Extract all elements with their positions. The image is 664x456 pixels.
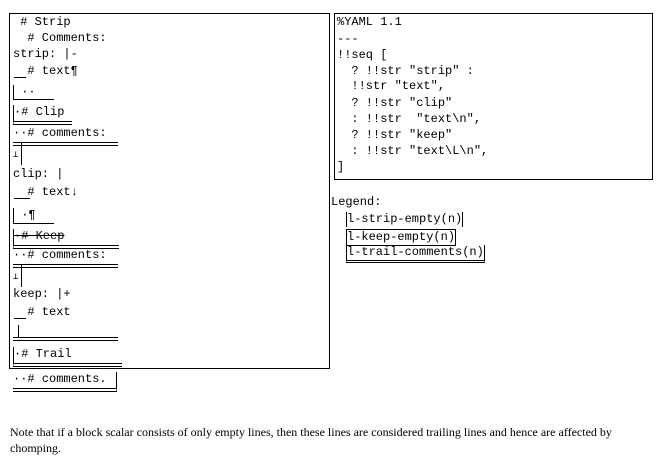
- example-line: keep: |+: [13, 287, 71, 301]
- yaml-line: !!str "text",: [337, 79, 446, 93]
- yaml-line: ? !!str "strip" :: [337, 64, 474, 78]
- yaml-line: ? !!str "keep": [337, 128, 453, 142]
- example-line-trail-comments: ··# comments.: [13, 372, 117, 392]
- example-box: [9, 13, 330, 369]
- note-paragraph: Note that if a block scalar consists of …: [10, 425, 612, 455]
- example-line: # text↓: [13, 185, 78, 199]
- yaml-line: : !!str "text\L\n",: [337, 144, 489, 158]
- example-line-clip-comments: ··# comments:: [13, 126, 118, 146]
- yaml-line: !!seq [: [337, 48, 388, 62]
- example-line-keep-comments: ··# comments:: [13, 248, 118, 268]
- legend-item-keep-empty: l-keep-empty(n): [346, 229, 457, 246]
- example-line-trail-comment: ·# Trail: [13, 347, 122, 367]
- example-line: # Comments:: [13, 31, 107, 45]
- yaml-line: : !!str "text\n",: [337, 112, 482, 126]
- example-line-strip-empty: ··: [13, 85, 54, 100]
- yaml-line: ? !!str "clip": [337, 96, 453, 110]
- example-line-clip-comment: ·# Clip: [13, 105, 72, 125]
- break-mark: [21, 265, 22, 287]
- indent-mark: [14, 198, 30, 199]
- example-line: clip: |: [13, 167, 64, 181]
- example-line-keep-empty: ·¶: [13, 208, 54, 224]
- legend-item-strip-empty: l-strip-empty(n): [346, 212, 464, 227]
- break-mark: [21, 143, 22, 165]
- yaml-output-box: [334, 13, 653, 180]
- legend-item-trail-comments: l-trail-comments(n): [346, 245, 485, 263]
- example-line: # Strip: [13, 15, 71, 29]
- break-mark: [18, 325, 19, 337]
- example-line: # text¶: [13, 64, 78, 78]
- yaml-line: ---: [337, 32, 359, 46]
- legend-title: Legend:: [331, 195, 382, 209]
- break-glyph: ⊥: [13, 150, 19, 160]
- trail-empty-lines: [13, 322, 118, 341]
- example-line: # text: [13, 305, 71, 319]
- indent-mark: [14, 318, 26, 319]
- example-line-keep-comment: ·# Keep: [13, 229, 119, 249]
- yaml-line: %YAML 1.1: [337, 15, 402, 29]
- break-glyph: ⊥: [13, 272, 19, 282]
- indent-mark: [14, 77, 26, 78]
- yaml-line: ]: [337, 160, 345, 174]
- example-line: strip: |-: [13, 47, 78, 61]
